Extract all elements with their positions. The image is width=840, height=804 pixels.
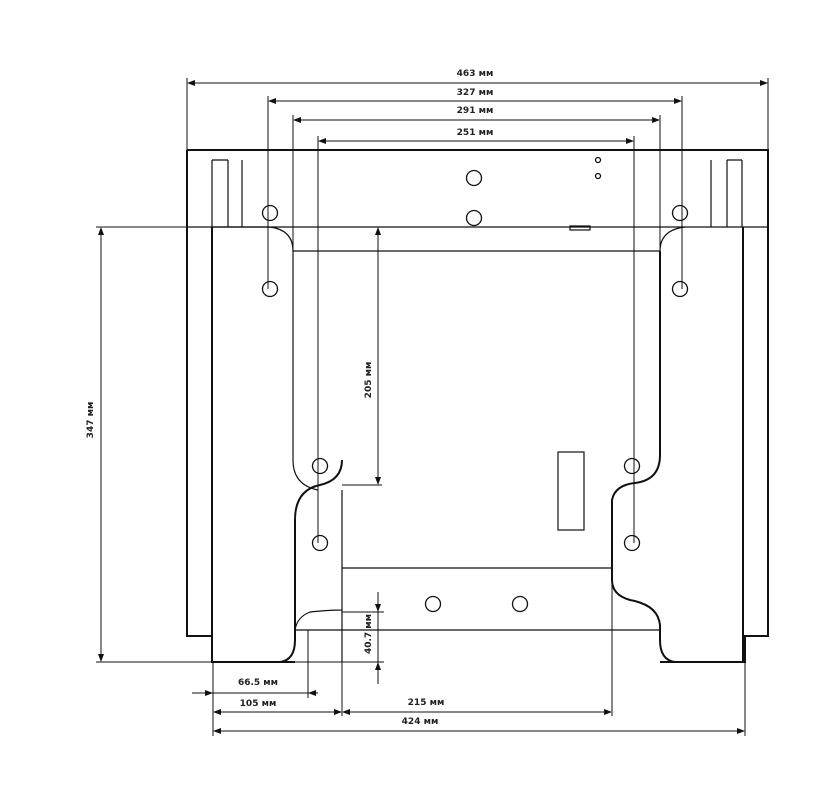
hole xyxy=(465,169,483,187)
label-215: 215 мм xyxy=(408,698,445,708)
label-463: 463 мм xyxy=(457,69,494,79)
label-291: 291 мм xyxy=(457,106,494,116)
label-40-7: 40.7 мм xyxy=(364,614,374,654)
hole xyxy=(623,534,641,552)
label-347: 347 мм xyxy=(86,402,96,439)
hole xyxy=(671,204,689,222)
hole xyxy=(311,457,329,475)
label-105: 105 мм xyxy=(240,699,277,709)
hole xyxy=(261,204,279,222)
small-hole xyxy=(594,172,602,180)
small-hole xyxy=(594,156,602,164)
hole xyxy=(465,209,483,227)
extension-lines xyxy=(96,78,769,736)
label-327: 327 мм xyxy=(457,88,494,98)
center-plate xyxy=(294,490,660,662)
outer-frame xyxy=(186,149,769,663)
dimension-lines xyxy=(98,80,768,734)
hole xyxy=(671,280,689,298)
hole xyxy=(311,534,329,552)
mounting-holes xyxy=(261,156,689,613)
hole xyxy=(511,595,529,613)
label-plate xyxy=(557,451,585,531)
label-251: 251 мм xyxy=(457,128,494,138)
hole xyxy=(424,595,442,613)
label-66-5: 66.5 мм xyxy=(238,678,278,688)
hole xyxy=(623,457,641,475)
hole xyxy=(261,280,279,298)
label-424: 424 мм xyxy=(402,717,439,727)
label-205: 205 мм xyxy=(364,362,374,399)
